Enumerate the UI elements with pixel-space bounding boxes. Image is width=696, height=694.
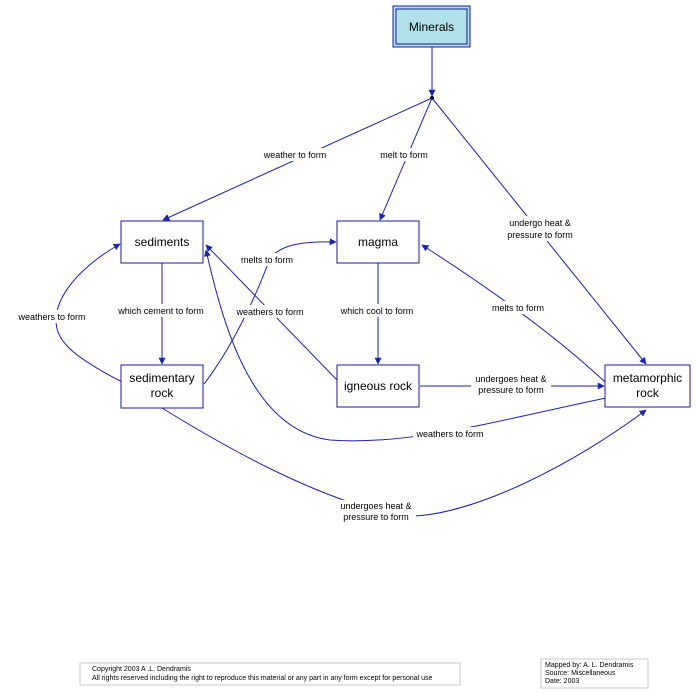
svg-text:melts to form: melts to form <box>492 303 544 313</box>
node-sedimentary-rock[interactable]: sedimentary rock <box>120 364 204 409</box>
svg-text:pressure to form: pressure to form <box>343 512 409 522</box>
label-weathers-to-form-igneous: weathers to form <box>234 305 306 318</box>
svg-text:undergo heat &: undergo heat & <box>509 218 571 228</box>
edge-metamorphic-magma <box>421 244 606 383</box>
label-weather-to-form: weather to form <box>260 148 330 161</box>
svg-text:Minerals: Minerals <box>409 20 454 34</box>
svg-text:igneous rock: igneous rock <box>344 379 413 393</box>
svg-text:melts to form: melts to form <box>241 255 293 265</box>
svg-text:which cement to form: which cement to form <box>117 306 204 316</box>
node-minerals[interactable]: Minerals <box>392 5 471 48</box>
label-undergoes-heat-sedimentary: undergoes heat & pressure to form <box>336 500 416 525</box>
label-undergoes-heat-igneous: undergoes heat & pressure to form <box>471 372 551 397</box>
node-magma[interactable]: magma <box>336 220 420 264</box>
svg-text:weathers to form: weathers to form <box>235 307 303 317</box>
svg-text:sediments: sediments <box>135 235 190 249</box>
svg-text:undergoes heat &: undergoes heat & <box>475 374 546 384</box>
svg-text:Copyright 2003 A .L. Dendrami: Copyright 2003 A .L. Dendramis <box>92 666 191 673</box>
svg-text:weathers to form: weathers to form <box>17 312 85 322</box>
svg-text:pressure to form: pressure to form <box>478 385 544 395</box>
svg-text:sedimentary: sedimentary <box>129 371 194 385</box>
svg-text:undergoes heat &: undergoes heat & <box>340 501 411 511</box>
label-melts-to-form-metamorphic: melts to form <box>489 301 547 314</box>
footer-copyright: Copyright 2003 A .L. Dendramis All right… <box>79 662 461 686</box>
node-igneous-rock[interactable]: igneous rock <box>336 364 420 408</box>
label-weathers-to-form-sedimentary: weathers to form <box>15 310 89 323</box>
node-metamorphic-rock[interactable]: metamorphic rock <box>604 364 691 408</box>
svg-text:magma: magma <box>358 235 398 249</box>
edge-metamorphic-sediments <box>203 249 607 442</box>
node-sediments[interactable]: sediments <box>120 220 204 264</box>
label-melts-to-form-sedimentary: melts to form <box>238 253 296 266</box>
svg-text:weathers to form: weathers to form <box>415 429 483 439</box>
svg-text:melt to form: melt to form <box>380 150 428 160</box>
svg-text:weather to form: weather to form <box>263 150 327 160</box>
label-weathers-to-form-metamorphic: weathers to form <box>413 427 487 440</box>
svg-text:rock: rock <box>636 386 660 400</box>
svg-text:metamorphic: metamorphic <box>613 371 682 385</box>
svg-text:Mapped by: A. L. Dendramis: Mapped by: A. L. Dendramis <box>545 662 634 669</box>
footer-mapped-by: Mapped by: A. L. Dendramis Source: Misce… <box>540 658 649 689</box>
svg-text:Source: Miscellaneous: Source: Miscellaneous <box>545 670 616 677</box>
svg-text:All rights reserved including: All rights reserved including the right … <box>92 675 433 682</box>
edge-sedimentary-metamorphic <box>161 407 647 517</box>
label-which-cool: which cool to form <box>337 304 417 317</box>
svg-text:Date: 2003: Date: 2003 <box>545 678 579 685</box>
svg-text:pressure to form: pressure to form <box>507 230 573 240</box>
svg-text:rock: rock <box>151 386 175 400</box>
svg-text:which cool to form: which cool to form <box>340 306 414 316</box>
label-melt-to-form: melt to form <box>377 148 431 161</box>
label-which-cement: which cement to form <box>116 304 206 317</box>
label-undergo-heat: undergo heat & pressure to form <box>502 216 578 241</box>
